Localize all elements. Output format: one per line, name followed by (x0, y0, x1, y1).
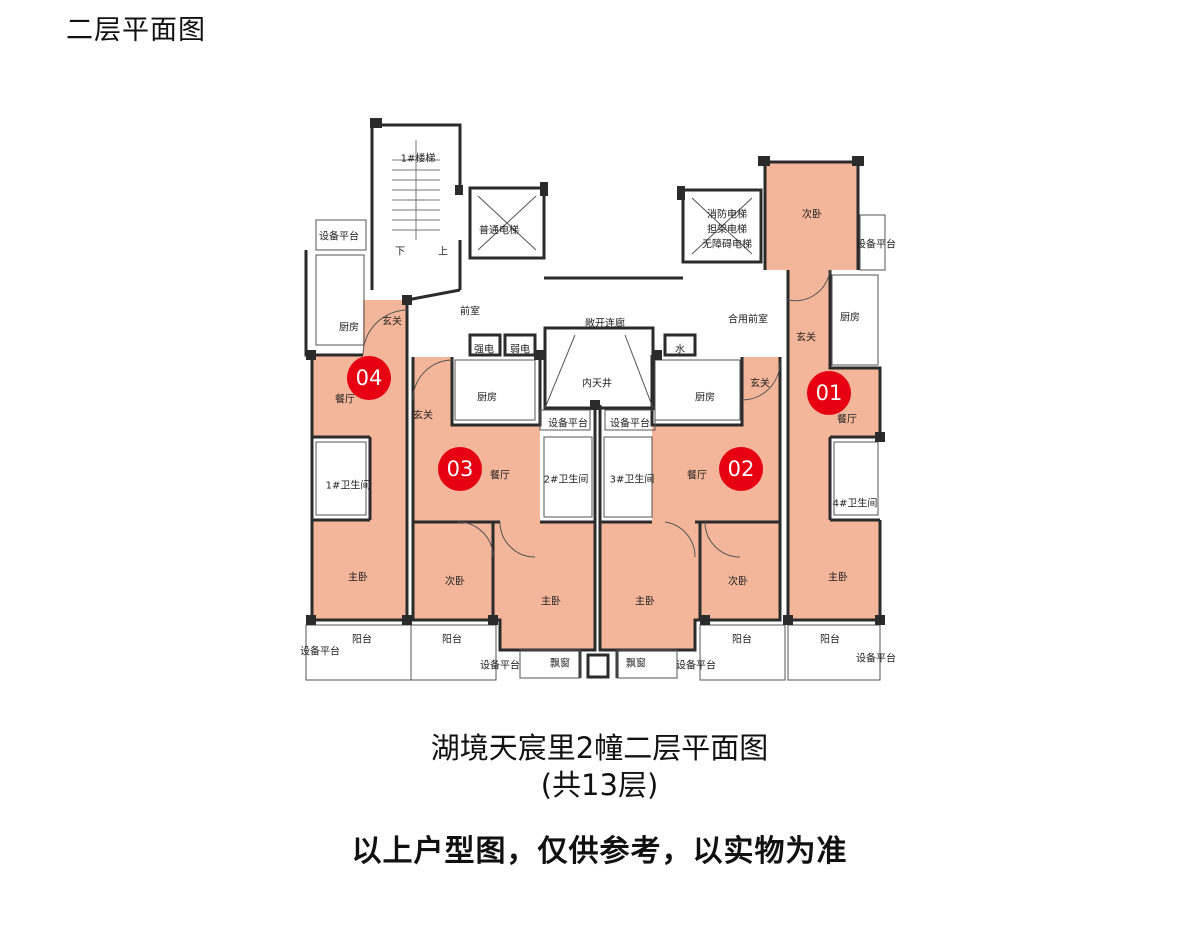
master-bedroom-label: 主卧 (635, 596, 655, 608)
foyer-label: 玄关 (382, 316, 402, 328)
equipment-platform-label: 设备平台 (856, 653, 896, 665)
unit-marker-02: 02 (719, 447, 763, 491)
unit-02-fill (600, 357, 780, 650)
page-title: 二层平面图 (66, 15, 206, 46)
disclaimer: 以上户型图，仅供参考，以实物为准 (351, 834, 848, 869)
columns (306, 118, 885, 625)
kitchen-label: 厨房 (339, 322, 359, 334)
kitchen-label: 厨房 (477, 392, 497, 404)
balcony-label: 阳台 (442, 634, 462, 646)
unit-marker-03: 03 (438, 447, 482, 491)
master-bedroom-label: 主卧 (828, 572, 848, 584)
stair-label: 1#楼梯 (400, 153, 436, 165)
unit-marker-01: 01 (807, 371, 851, 415)
shared-front-hall-label: 合用前室 (728, 314, 768, 326)
fire-elevator-label: 消防电梯 (707, 209, 747, 221)
walls (304, 123, 882, 679)
master-bedroom-label: 主卧 (541, 596, 561, 608)
thin-lines (305, 140, 886, 681)
balcony-label: 阳台 (732, 634, 752, 646)
unit-marker-04: 04 (347, 356, 391, 400)
fire-elevator-label: 无障碍电梯 (702, 239, 752, 251)
weak-power-label: 弱电 (510, 344, 530, 356)
equipment-platform-label: 设备平台 (480, 660, 520, 672)
secondary-bedroom-label: 次卧 (802, 209, 822, 221)
bath-4-label: 4#卫生间 (832, 498, 878, 510)
dining-label: 餐厅 (687, 470, 707, 482)
water-label: 水 (675, 344, 685, 356)
bath-3-label: 3#卫生间 (609, 474, 655, 486)
unit-03-fill (413, 357, 595, 650)
caption-title: 湖境天宸里2幢二层平面图 (430, 731, 769, 765)
secondary-bedroom-label: 次卧 (445, 576, 465, 588)
equipment-platform-label: 设备平台 (300, 646, 340, 658)
balcony-label: 阳台 (352, 634, 372, 646)
kitchen-label: 厨房 (840, 312, 860, 324)
balcony-label: 阳台 (820, 634, 840, 646)
open-corridor-label: 敞开连廊 (585, 318, 625, 330)
foyer-label: 玄关 (750, 378, 770, 390)
equipment-platform-label: 设备平台 (856, 239, 896, 251)
kitchen-label: 厨房 (695, 392, 715, 404)
stair-up-label: 上 (438, 246, 448, 258)
front-hall-label: 前室 (460, 306, 480, 318)
dining-label: 餐厅 (837, 414, 857, 426)
stair-down-label: 下 (395, 246, 405, 258)
dining-label: 餐厅 (490, 470, 510, 482)
secondary-bedroom-label: 次卧 (728, 576, 748, 588)
equipment-platform-label: 设备平台 (610, 418, 650, 430)
equipment-platform-label: 设备平台 (548, 418, 588, 430)
equipment-platform-label: 设备平台 (319, 231, 359, 243)
dining-label: 餐厅 (335, 394, 355, 406)
bay-window-label: 飘窗 (626, 658, 646, 670)
caption-floors: (共13层) (540, 768, 659, 802)
master-bedroom-label: 主卧 (348, 572, 368, 584)
bay-window-label: 飘窗 (550, 658, 570, 670)
bath-1-label: 1#卫生间 (325, 480, 371, 492)
equipment-platform-label: 设备平台 (676, 660, 716, 672)
foyer-label: 玄关 (413, 410, 433, 422)
foyer-label: 玄关 (796, 332, 816, 344)
bath-2-label: 2#卫生间 (543, 474, 589, 486)
normal-elevator-label: 普通电梯 (479, 225, 519, 237)
fire-elevator-label: 担架电梯 (707, 224, 747, 236)
strong-power-label: 强电 (474, 344, 494, 356)
inner-court-label: 内天井 (582, 378, 612, 390)
